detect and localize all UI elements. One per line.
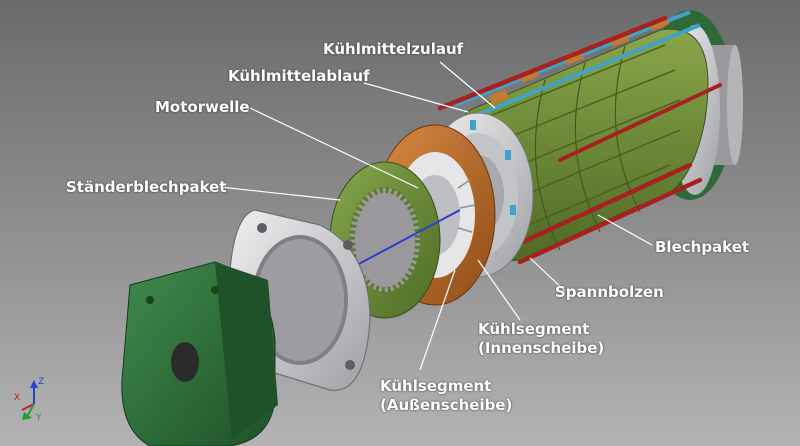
label-kuehlsegment-aussenscheibe: Kühlsegment (Außenscheibe) [380,377,512,415]
label-kuehlsegment-innen-line1: Kühlsegment [478,320,590,338]
front-end-plate [121,261,278,446]
label-spannbolzen: Spannbolzen [555,283,664,301]
label-kuehlsegment-aussen-line2: (Außenscheibe) [380,396,513,414]
label-kuehlmittelzulauf: Kühlmittelzulauf [323,40,464,58]
staenderblechpaket-ring [329,161,441,319]
label-blechpaket: Blechpaket [655,238,750,256]
label-kuehlsegment-innen-line2: (Innenscheibe) [478,339,605,357]
axis-x-label: X [14,393,20,403]
label-kuehlmittelablauf: Kühlmittelablauf [228,67,370,85]
label-kuehlsegment-innenscheibe: Kühlsegment (Innenscheibe) [478,320,604,358]
label-staenderblechpaket: Ständerblechpaket [66,178,227,196]
axis-z-label: Z [38,377,44,387]
axis-y-label: Y [35,413,42,423]
leader-lines [219,61,653,371]
axis-triad: Z X Y [14,377,44,423]
label-motorwelle: Motorwelle [155,98,250,116]
label-kuehlsegment-aussen-line1: Kühlsegment [380,377,492,395]
